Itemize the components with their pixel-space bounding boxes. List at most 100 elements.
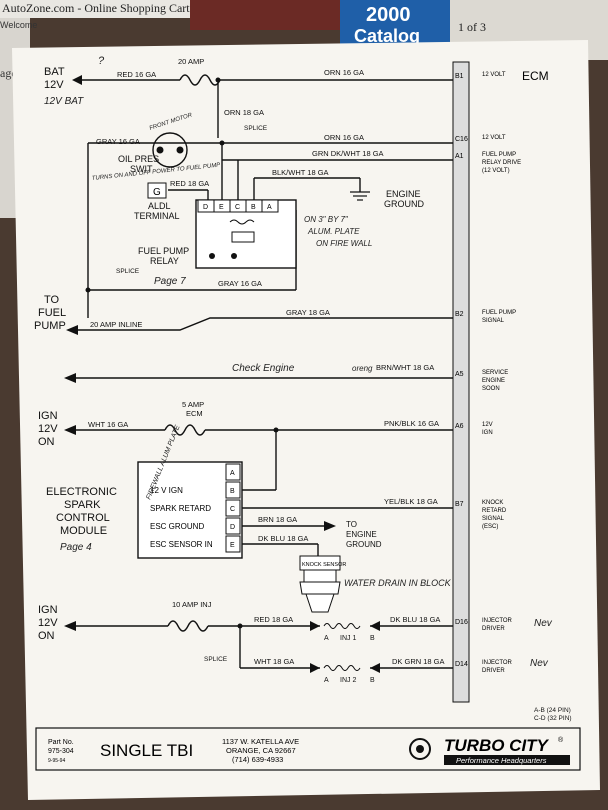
footer-part-no: 975-304 (48, 748, 74, 755)
inj1-a: A (324, 635, 329, 642)
ecm-label: ECM (522, 69, 549, 83)
background-red-object (190, 0, 340, 30)
inj2-a: A (324, 677, 329, 684)
arrow-inj1-b (370, 621, 380, 631)
esc-pin-a: A (230, 470, 235, 477)
aldl-g: G (153, 187, 161, 198)
bat-label-1: BAT (44, 66, 65, 78)
to-engine-ground-1: TO (346, 520, 357, 529)
esc-row-label: SPARK RETARD (150, 504, 211, 513)
esc-pin-e: E (230, 542, 235, 549)
ecm-pin-desc: 12 VOLT (482, 135, 506, 141)
to-fuel-pump-1: TO (44, 294, 60, 306)
to-fuel-pump-3: PUMP (34, 320, 66, 332)
dk-grn-label: DK GRN 18 GA (392, 657, 445, 666)
fuel-pump-relay-label-1: FUEL PUMP (138, 246, 189, 256)
footer-part-label: Part No. (48, 739, 74, 746)
esc-module-label-2: SPARK (64, 499, 101, 511)
relay-pin-d: D (203, 204, 208, 211)
blk-wht-label: BLK/WHT 18 GA (272, 168, 329, 177)
ecm-pin-a1: A1 (455, 153, 464, 160)
turbo-logo-icon (409, 738, 431, 760)
wire-gray18 (70, 317, 453, 331)
ecm-pin-desc: DRIVER (482, 668, 505, 674)
aldl-g-box (147, 182, 167, 199)
hw-nev1: Nev (534, 618, 553, 629)
arrow-bat (72, 75, 82, 85)
orn16-mid-label: ORN 16 GA (324, 133, 364, 142)
hw-plate-1: ON 3" BY 7" (304, 215, 349, 224)
amp5-label-1: 5 AMP (182, 400, 204, 409)
splice-dot-top (215, 77, 221, 83)
ecm-pin-desc: SIGNAL (482, 516, 505, 522)
esc-row-label: ESC GROUND (150, 522, 204, 531)
injector-1-coil (323, 623, 361, 629)
relay-pin-b: B (251, 204, 256, 211)
inj2-name: INJ 2 (340, 677, 356, 684)
ecm-pin-a6: A6 (455, 423, 464, 430)
relay-pin-a: A (267, 204, 272, 211)
ecm-pin-desc: INJECTOR (482, 618, 513, 624)
hw-water: WATER DRAIN IN BLOCK (344, 578, 452, 588)
ecm-pin-desc: (12 VOLT) (482, 168, 510, 174)
ecm-pin-desc: FUEL PUMP (482, 310, 516, 316)
brand-mark: ® (558, 736, 564, 744)
arrow-ign2 (64, 621, 76, 631)
footer-address-2: ORANGE, CA 92667 (226, 746, 296, 755)
turbo-city-logo: TURBO CITY ® Performance Headquarters (409, 736, 570, 765)
fuse-20amp (179, 74, 221, 86)
aldl-label-1: ALDL (148, 201, 171, 211)
engine-ground-label-2: GROUND (384, 199, 424, 209)
hw-question: ? (98, 55, 105, 67)
ign1-label-3: ON (38, 436, 55, 448)
ecm-pin-desc: RELAY DRIVE (482, 160, 521, 166)
splice2-label: SPLICE (116, 268, 140, 275)
to-engine-ground-2: ENGINE (346, 530, 377, 539)
splice3-label: SPLICE (204, 656, 228, 663)
oil-switch-terminal-2 (176, 146, 184, 154)
ign2-label-3: ON (38, 630, 55, 642)
red18-inj-label: RED 18 GA (254, 615, 293, 624)
gray18-label: GRAY 18 GA (286, 308, 330, 317)
footer-date: 9-95-94 (48, 758, 65, 764)
ecm-pin-desc: DRIVER (482, 626, 505, 632)
splice-dots (85, 77, 279, 629)
connector-note-2: C-D (32 PIN) (534, 715, 572, 722)
splice-label: SPLICE (244, 125, 268, 132)
fuel-pump-relay-label-2: RELAY (150, 256, 179, 266)
relay-contact-2 (231, 253, 237, 259)
esc-module (137, 461, 243, 559)
ecm-pin-desc: (ESC) (482, 524, 498, 530)
esc-row-label: 12 V IGN (150, 486, 183, 495)
ecm-pin-desc: SOON (482, 386, 500, 392)
inj1-b: B (370, 635, 375, 642)
ign1-label-1: IGN (38, 410, 58, 422)
esc-pin-cell (225, 481, 241, 499)
relay-coil (229, 219, 255, 225)
ecm-pin-d14: D14 (455, 661, 468, 668)
ecm-pin-desc: INJECTOR (482, 660, 513, 666)
relay-pin-c: C (235, 204, 240, 211)
esc-pin-cell (225, 535, 241, 553)
esc-module-label-1: ELECTRONIC (46, 486, 117, 498)
oil-pres-label-2: SWIT (130, 164, 153, 174)
arrow-esc-ground (324, 521, 336, 531)
arrow-inj2-a (310, 663, 320, 673)
aldl-label-2: TERMINAL (134, 211, 180, 221)
arrow-ign1 (64, 425, 76, 435)
yel-blk-label: YEL/BLK 18 GA (384, 497, 438, 506)
ecm-pin-b1: B1 (455, 73, 464, 80)
ign2-label-1: IGN (38, 604, 58, 616)
splice-dot-inj (237, 623, 243, 629)
inj1-name: INJ 1 (340, 635, 356, 642)
arrow-check-engine (64, 373, 76, 383)
esc-pin-d: D (230, 524, 235, 531)
wht16-label: WHT 16 GA (88, 420, 128, 429)
tagline: Performance Headquarters (456, 756, 547, 765)
left-fragment-1: Welcome (0, 20, 38, 30)
injector-2-coil (323, 665, 361, 671)
ecm-pin-desc: 12 VOLT (482, 72, 506, 78)
wht18-label: WHT 18 GA (254, 657, 294, 666)
